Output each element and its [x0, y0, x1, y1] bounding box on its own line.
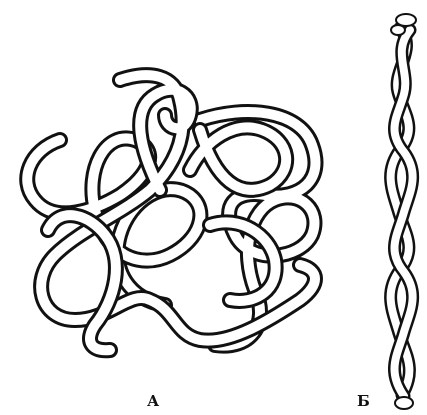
label-panel-a: А [147, 392, 159, 410]
helix-bottom-cap [395, 397, 413, 409]
tangled-coil-drawing [27, 75, 315, 350]
label-panel-b: Б [357, 392, 370, 410]
twisted-helix-drawing [391, 14, 416, 409]
helix-top-cap-inner [391, 25, 405, 35]
